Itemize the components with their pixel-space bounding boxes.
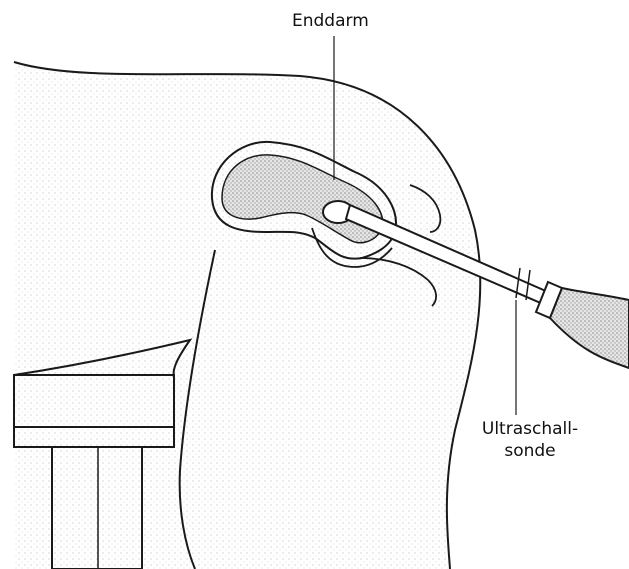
probe-label-line1: Ultraschall- [470, 418, 590, 440]
probe-label: Ultraschall- sonde [470, 418, 590, 462]
rectum-label: Enddarm [292, 10, 369, 32]
probe-handle [516, 268, 629, 368]
probe-label-line2: sonde [470, 440, 590, 462]
